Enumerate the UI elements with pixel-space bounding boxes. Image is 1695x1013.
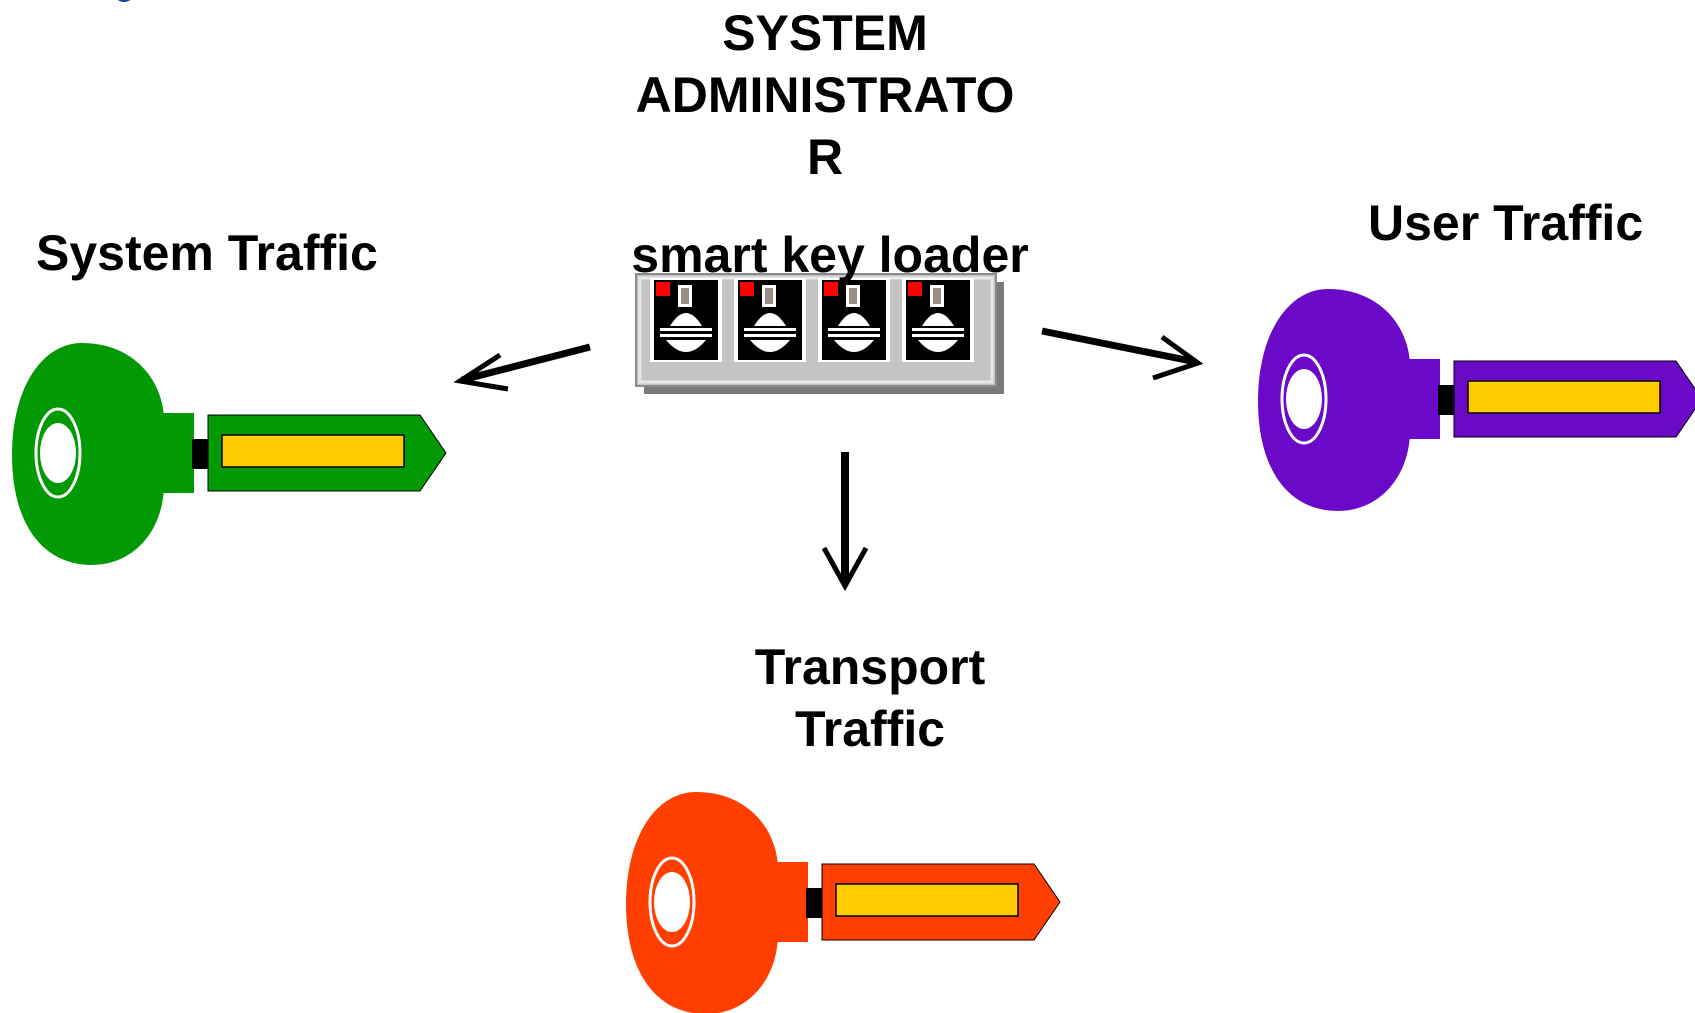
transport-label-line-2: Traffic <box>794 701 946 757</box>
slot-bar <box>660 334 712 337</box>
key-blade-insert <box>1467 380 1661 414</box>
key-hole <box>40 423 76 483</box>
key-blade-insert <box>835 883 1019 917</box>
slot-indicator-light <box>824 282 838 296</box>
slot-dome-bottom <box>834 340 874 352</box>
title-line-2: ADMINISTRATO <box>635 67 1015 123</box>
smart-key-loader-device <box>635 273 1004 394</box>
loader-slot <box>818 278 890 362</box>
slot-window-inner <box>933 288 941 304</box>
arrow-to-user-key <box>1041 327 1197 366</box>
slot-indicator-light <box>656 282 670 296</box>
slot-dome-bottom <box>918 340 958 352</box>
slot-indicator-light <box>740 282 754 296</box>
slot-dome-top <box>670 313 702 326</box>
slot-window-inner <box>681 288 689 304</box>
system-traffic-key <box>12 343 447 565</box>
slot-bar <box>660 328 712 331</box>
key-neck <box>1438 385 1454 415</box>
key-blade-insert <box>221 434 405 468</box>
key-hole <box>1286 369 1322 429</box>
key-ring-outline <box>648 856 696 948</box>
key-collar <box>1406 359 1440 439</box>
arrow-to-user-key-head <box>1152 334 1204 381</box>
key-ring-outline <box>1280 353 1328 445</box>
slot-bar <box>912 334 964 337</box>
slot-bar <box>828 328 880 331</box>
slot-dome-top <box>754 313 786 326</box>
slot-dome-bottom <box>666 340 706 352</box>
key-collar <box>160 413 194 493</box>
key-neck <box>806 888 822 918</box>
key-neck <box>192 439 208 469</box>
slot-indicator-light <box>908 282 922 296</box>
system-traffic-label: System Traffic <box>36 225 378 281</box>
key-collar <box>774 862 808 942</box>
arrow-to-transport-key-head <box>821 546 869 592</box>
slot-bar <box>744 334 796 337</box>
transport-traffic-key <box>626 792 1061 1013</box>
slot-bar <box>912 328 964 331</box>
key-bow <box>626 792 778 1013</box>
key-bow <box>1258 289 1410 511</box>
slot-window-inner <box>765 288 773 304</box>
title-line-3: R <box>806 129 844 185</box>
loader-frame-highlight <box>638 276 994 384</box>
slot-window-inner <box>849 288 857 304</box>
system-administrator-title: SYSTEM ADMINISTRATO R <box>560 2 1090 188</box>
loader-slot <box>650 278 722 362</box>
user-traffic-key <box>1258 289 1695 511</box>
slot-dome-bottom <box>750 340 790 352</box>
slot-bar <box>828 334 880 337</box>
arrow-to-system-key <box>461 343 591 384</box>
slot-dome-top <box>838 313 870 326</box>
user-traffic-label: User Traffic <box>1368 195 1644 251</box>
transport-label-line-1: Transport <box>754 639 986 695</box>
arrow-to-system-key-head <box>453 352 509 392</box>
loader-slots <box>650 278 974 362</box>
key-hole <box>654 872 690 932</box>
key-bow <box>12 343 164 565</box>
slot-dome-top <box>922 313 954 326</box>
loader-slot <box>902 278 974 362</box>
smart-key-loader-label: smart key loader <box>631 227 1029 283</box>
slot-bar <box>744 328 796 331</box>
title-line-1: SYSTEM <box>722 5 928 61</box>
loader-slot <box>734 278 806 362</box>
transport-traffic-label: Transport Traffic <box>640 636 1100 760</box>
key-ring-outline <box>34 407 82 499</box>
